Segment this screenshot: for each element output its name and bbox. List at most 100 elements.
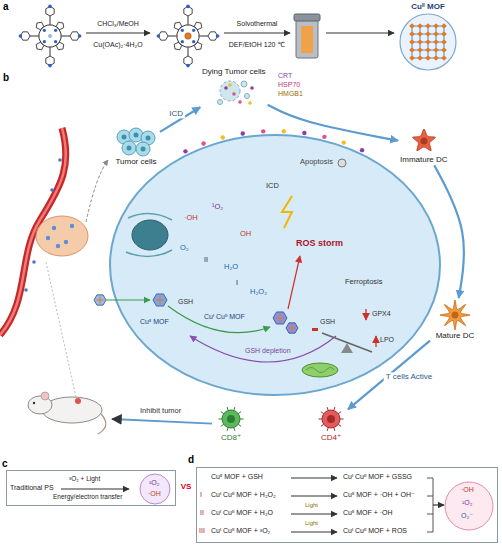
mouse-ear [41,392,49,400]
pyrrole-ring [174,42,182,50]
mof-node [425,31,431,37]
mof-node [409,39,415,45]
meso-bond [199,36,208,37]
tumor-nucleus [122,135,127,140]
process-label: Apoptosis [300,158,333,167]
t-cell-body [222,410,240,428]
node-label: Dying Tumor cells [202,67,266,76]
mof-node [425,39,431,45]
mof-node [417,23,423,29]
node-label: Light [305,520,318,527]
dendritic-cell-nucleus [420,138,427,145]
node-label: Tumor cells [115,157,156,166]
dying-cell-body [220,81,240,101]
mof-node [441,39,447,45]
pyridine-nitrogen [186,64,190,68]
cd4-t-cell: CD4⁺ [314,404,348,443]
porphyrin-molecule [19,5,82,68]
outcome-label: Inhibit tumor [140,407,181,416]
mof-node [433,55,439,61]
damp-signal-dot [342,140,346,144]
mof-node [441,55,447,61]
species-label: GSH [178,298,193,306]
node-label: CD4⁺ [321,433,341,442]
tumor-nucleus [146,136,151,141]
damp-label: HSP70 [278,81,300,89]
cell-icon [212,76,256,106]
t-cell-receptor [234,407,235,410]
mof-node [441,47,447,53]
panel-letter: b [3,72,9,84]
node-label: Energy/electron transfer [53,493,122,500]
ros-bubble [445,482,493,530]
t-cell-receptor [338,424,341,426]
cell-icon [114,127,158,157]
circulating-mof [50,188,54,192]
tumor-nucleus [141,147,146,152]
mof-particle-outline [273,312,287,324]
t-cell-nucleus [227,415,235,423]
mof-particle-grid [156,296,164,304]
node-label: Immature DC [400,155,448,164]
t-cell-receptor [219,419,223,420]
reduced-mof-particle [273,312,287,324]
node-label: Cuᴵᴵ MOF + ·OH + OH⁻ [343,491,415,499]
autoclave-liner [301,26,313,53]
dendritic-cell-nucleus [452,312,459,319]
mature-dendritic-cell: Mature DC [430,298,480,341]
mouse-head [28,396,52,414]
mof-node [425,23,431,29]
t-cell-nucleus [327,415,335,423]
mof-node [433,23,439,29]
mof-node [409,55,415,61]
node-label: Traditional PS [10,484,54,492]
circulating-mof [32,260,36,264]
process-label: GSH depletion [245,347,291,355]
pathway-number: I [236,279,238,287]
node-label: Mature DC [436,331,475,340]
meso-bond [61,36,70,37]
t-cell-body [322,410,340,428]
circulating-mof [58,158,62,162]
species-label: GSH [320,318,335,326]
autoclave-body [296,20,318,58]
porphyrin-molecule [157,5,220,68]
product-bubble [140,474,170,504]
t-cell-receptor [319,419,323,420]
meso-bond [188,16,189,25]
reaction-arrow [86,32,150,33]
damp-dot [248,101,252,105]
mof-particle-grid [96,296,103,303]
dendritic-cell-body [412,129,435,151]
mitochondrion [302,363,338,377]
mouse-eye [33,402,35,404]
mouse-tumor [75,398,81,404]
mof-outline [400,14,456,70]
t-cell-receptor [238,412,241,414]
cell-fragment [241,81,247,87]
mof-particle [153,294,167,306]
node-label: Cuᴵᴵ MOF + GSH [211,473,263,481]
mof-particle [94,295,106,305]
mof-node [433,31,439,37]
t-cell-receptor [221,424,224,426]
reaction-box: Cuᴵᴵ MOF + GSHCuᴵ Cuᴵᴵ MOF + GSSGICuᴵ Cu… [196,467,498,543]
pyrrole-ring [56,42,64,50]
nitrogen-atom [54,29,57,32]
pyrrole-ring [36,42,44,50]
transfer-arrow [61,488,129,489]
pyrrole-ring [194,22,202,30]
uptake-arrow [106,299,150,300]
node-label: II [200,509,204,517]
inhibit-arrow [112,419,212,424]
species-label: H₂O [224,263,238,272]
zoom-line [46,262,76,397]
pyridine-nitrogen [216,34,220,38]
t-cell-receptor [334,407,335,410]
t-cell-receptor [327,407,328,410]
meso-bond [188,47,189,56]
damp-signal-dot [261,129,265,133]
reagent-label: Cu(OAc)₂·4H₂O [93,41,142,49]
balance-beam [322,333,372,352]
t-cell-receptor [221,412,224,414]
